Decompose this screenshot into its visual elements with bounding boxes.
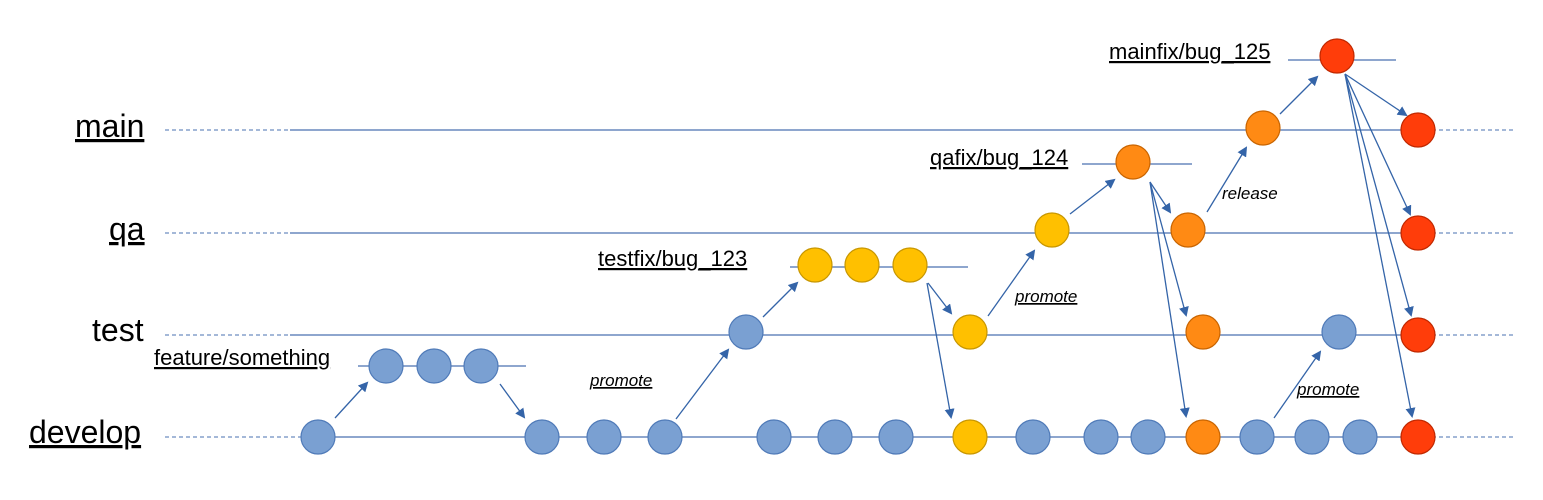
commit-develop-5[interactable] <box>756 419 792 455</box>
commit-develop-8[interactable] <box>952 419 988 455</box>
commit-main-1[interactable] <box>1245 110 1281 146</box>
commit-develop-3[interactable] <box>586 419 622 455</box>
side-label-mainfix: mainfix/bug_125 <box>1109 39 1270 64</box>
commit-qa-2[interactable] <box>1170 212 1206 248</box>
commit-develop-14[interactable] <box>1294 419 1330 455</box>
commit-develop-11[interactable] <box>1130 419 1166 455</box>
commit-feature-1[interactable] <box>368 348 404 384</box>
commit-develop-10[interactable] <box>1083 419 1119 455</box>
arrow-mainfix-to-test <box>1344 73 1414 317</box>
arrow-develop-to-feature <box>334 381 369 419</box>
commit-qa-3[interactable] <box>1400 215 1436 251</box>
commit-develop-1[interactable] <box>300 419 336 455</box>
arrow-testfix-to-develop <box>926 282 955 419</box>
arrow-qafix-to-test <box>1149 181 1189 317</box>
arrow-qafix-to-develop <box>1149 181 1190 418</box>
commit-feature-3[interactable] <box>463 348 499 384</box>
commit-testfix-2[interactable] <box>844 247 880 283</box>
branch-label-develop: develop <box>29 414 141 450</box>
commit-develop-12[interactable] <box>1185 419 1221 455</box>
commit-test-5[interactable] <box>1400 317 1436 353</box>
action-label-promote-3: promote <box>1296 380 1359 399</box>
commit-test-3[interactable] <box>1185 314 1221 350</box>
commit-test-2[interactable] <box>952 314 988 350</box>
arrow-mainfix-to-qa <box>1344 73 1412 216</box>
commit-develop-2[interactable] <box>524 419 560 455</box>
branch-label-main: main <box>75 108 144 144</box>
arrow-develop-to-test <box>675 348 730 420</box>
commit-develop-9[interactable] <box>1015 419 1051 455</box>
branch-label-test: test <box>92 312 144 348</box>
arrow-develop-to-test-2 <box>1273 350 1322 419</box>
arrow-testfix-to-test <box>927 282 953 315</box>
commit-testfix-1[interactable] <box>797 247 833 283</box>
arrow-qa-to-qafix <box>1069 178 1116 215</box>
branch-lanes <box>165 129 1513 438</box>
action-labels: promote promote release promote <box>589 184 1359 399</box>
arrow-feature-to-develop <box>499 383 526 419</box>
arrow-qa-to-main <box>1206 146 1248 213</box>
arrow-main-to-mainfix <box>1279 75 1319 115</box>
commit-develop-16[interactable] <box>1400 419 1436 455</box>
arrow-test-to-testfix <box>762 281 799 318</box>
commit-develop-4[interactable] <box>647 419 683 455</box>
commit-main-2[interactable] <box>1400 112 1436 148</box>
commit-develop-13[interactable] <box>1239 419 1275 455</box>
arrow-test-to-qa <box>987 249 1036 317</box>
action-label-promote-1: promote <box>589 371 652 390</box>
side-label-feature: feature/something <box>154 345 330 370</box>
commit-test-4[interactable] <box>1321 314 1357 350</box>
action-label-release: release <box>1222 184 1278 203</box>
merge-arrows <box>334 73 1416 420</box>
arrow-qafix-to-qa <box>1149 181 1172 214</box>
side-label-testfix: testfix/bug_123 <box>598 246 747 271</box>
commit-develop-7[interactable] <box>878 419 914 455</box>
commit-qa-1[interactable] <box>1034 212 1070 248</box>
commit-feature-2[interactable] <box>416 348 452 384</box>
commit-test-1[interactable] <box>728 314 764 350</box>
arrow-mainfix-to-develop <box>1344 73 1416 418</box>
commits <box>300 38 1436 455</box>
arrow-mainfix-to-main <box>1344 73 1408 117</box>
commit-testfix-3[interactable] <box>892 247 928 283</box>
side-branch-labels: feature/something testfix/bug_123 qafix/… <box>154 39 1270 370</box>
branch-label-qa: qa <box>109 211 145 247</box>
side-label-qafix: qafix/bug_124 <box>930 145 1068 170</box>
action-label-promote-2: promote <box>1014 287 1077 306</box>
commit-mainfix-1[interactable] <box>1319 38 1355 74</box>
branch-labels: main qa test develop <box>29 108 145 450</box>
commit-qafix-1[interactable] <box>1115 144 1151 180</box>
side-branch-lines <box>358 59 1396 367</box>
commit-develop-15[interactable] <box>1342 419 1378 455</box>
commit-develop-6[interactable] <box>817 419 853 455</box>
